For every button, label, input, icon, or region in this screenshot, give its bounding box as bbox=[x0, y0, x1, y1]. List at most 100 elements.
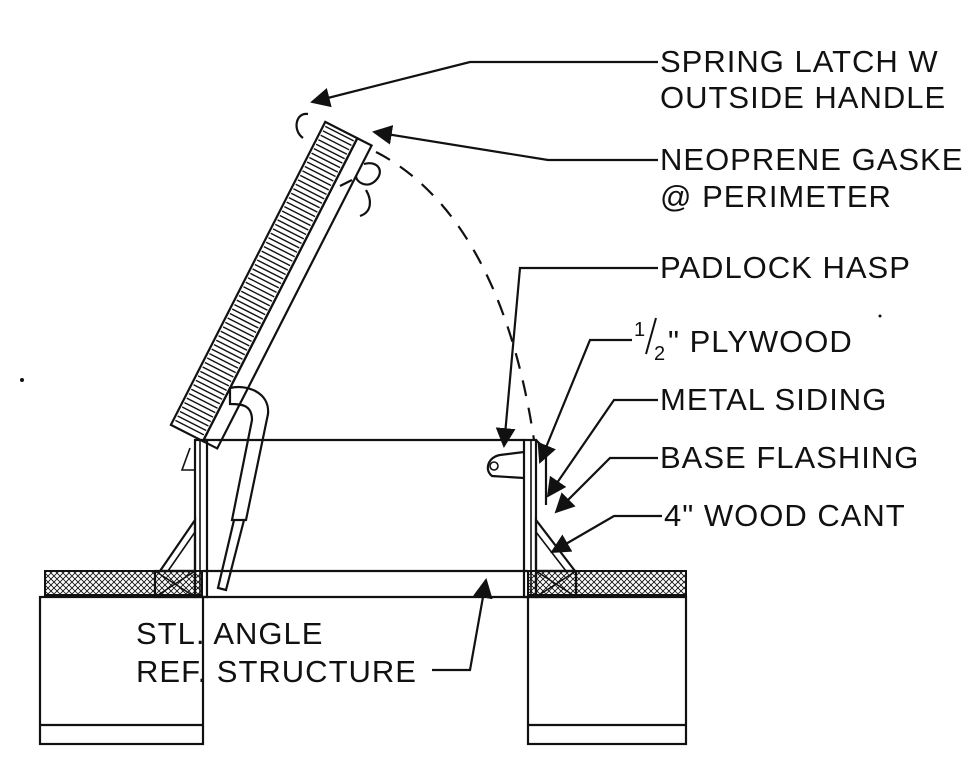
cover-rib-line bbox=[265, 241, 296, 258]
speck-mark bbox=[20, 378, 24, 382]
cover-rib-line bbox=[254, 263, 284, 280]
cover-rib-line bbox=[313, 148, 343, 164]
cover-rib-line bbox=[322, 130, 352, 146]
cover-rib-line bbox=[229, 312, 259, 329]
cover-rib-line bbox=[179, 410, 209, 427]
label-spring-latch-line1: SPRING LATCH W bbox=[660, 44, 939, 79]
cover-rib-line bbox=[190, 388, 221, 405]
cover-rib-line bbox=[215, 339, 246, 356]
cover-rib-line bbox=[272, 228, 302, 244]
cover-rib-line bbox=[284, 205, 314, 222]
cover-rib-line bbox=[256, 259, 286, 276]
cover-rib-line bbox=[234, 303, 264, 320]
cover-rib-line bbox=[288, 197, 318, 213]
swing-arc bbox=[375, 151, 536, 441]
cover-rib-line bbox=[277, 219, 307, 236]
label-spring-latch-line2: OUTSIDE HANDLE bbox=[660, 80, 946, 115]
cover-rib-line bbox=[297, 179, 327, 195]
cover-rib-line bbox=[304, 165, 334, 182]
spring-latch bbox=[295, 112, 381, 218]
leader-ref-structure bbox=[432, 578, 493, 672]
cover-rib-line bbox=[238, 295, 268, 311]
cover-rib-line bbox=[240, 290, 271, 307]
cover-rib-line bbox=[249, 272, 280, 289]
cover-rib-line bbox=[197, 375, 227, 392]
padlock-hasp bbox=[486, 450, 525, 480]
cover-rib-line bbox=[209, 352, 239, 369]
leader-spring-latch bbox=[310, 60, 658, 108]
cover-rib-line bbox=[270, 232, 300, 249]
leader-metal-siding bbox=[546, 398, 658, 498]
cover-rib-line bbox=[309, 156, 339, 173]
cover-rib-line bbox=[320, 134, 350, 151]
cover-rib-line bbox=[213, 344, 243, 360]
cover-rib-line bbox=[293, 188, 323, 204]
roof-insulation-left bbox=[44, 570, 203, 596]
cover-rib-line bbox=[177, 415, 207, 432]
plywood-fraction-denominator: 2 bbox=[654, 343, 666, 365]
hinge-arm bbox=[180, 385, 270, 592]
cover-rib-line bbox=[225, 321, 255, 338]
cover-rib-line bbox=[231, 308, 261, 325]
label-padlock-hasp: PADLOCK HASP bbox=[660, 250, 911, 285]
leader-gasket bbox=[372, 125, 658, 162]
speck-mark bbox=[878, 314, 882, 318]
cover-rib-line bbox=[227, 317, 257, 334]
leader-wood-cant bbox=[550, 514, 662, 553]
cover-rib-line bbox=[261, 250, 291, 267]
roof-insulation-right bbox=[527, 570, 687, 596]
label-stl-angle: STL. ANGLE bbox=[136, 616, 323, 651]
label-ref-structure: REF. STRUCTURE bbox=[136, 654, 417, 689]
structure-left bbox=[38, 595, 205, 746]
cover-rib-line bbox=[218, 335, 248, 351]
leader-base-flashing bbox=[554, 456, 658, 514]
cover-rib-line bbox=[286, 201, 316, 218]
cover-rib-line bbox=[202, 366, 232, 383]
cover-rib-line bbox=[184, 401, 214, 418]
label-wood-cant: 4" WOOD CANT bbox=[664, 498, 906, 533]
cover-rib-line bbox=[324, 125, 355, 142]
label-base-flashing: BASE FLASHING bbox=[660, 440, 919, 475]
cover-rib-line bbox=[295, 183, 325, 200]
cover-rib-line bbox=[263, 246, 293, 262]
plywood-label-text: " PLYWOOD bbox=[668, 324, 853, 359]
cover-rib-line bbox=[279, 214, 309, 231]
cover-rib-line bbox=[302, 170, 332, 187]
cover-rib-line bbox=[318, 139, 348, 155]
label-gasket-line1: NEOPRENE GASKE bbox=[660, 142, 963, 177]
cover-rib-line bbox=[299, 174, 330, 191]
cover-rib-line bbox=[274, 223, 305, 240]
steel-angle bbox=[203, 569, 528, 599]
cover-rib-line bbox=[236, 299, 266, 316]
leader-plywood bbox=[537, 338, 632, 464]
cover-rib-line bbox=[306, 161, 336, 178]
cover-rib-line bbox=[243, 286, 273, 302]
leader-padlock-hasp bbox=[495, 266, 658, 448]
cover-rib-line bbox=[259, 254, 289, 271]
cover-rib-line bbox=[268, 237, 298, 253]
plywood-fraction-numerator: 1 bbox=[634, 319, 646, 341]
cover-rib-line bbox=[311, 152, 341, 169]
cover-rib-line bbox=[200, 370, 230, 387]
cover-rib-line bbox=[245, 281, 275, 298]
cover-rib-line bbox=[206, 357, 237, 374]
cover-rib-line bbox=[193, 384, 223, 400]
structure-right bbox=[526, 595, 688, 746]
cover-rib-line bbox=[211, 348, 241, 365]
cover-rib-line bbox=[188, 393, 218, 409]
cover-rib-line bbox=[315, 143, 345, 160]
cover-rib-line bbox=[247, 277, 277, 293]
cover-rib-line bbox=[175, 419, 205, 436]
cover-rib-line bbox=[220, 330, 250, 347]
hatch-cover bbox=[169, 120, 374, 450]
cover-rib-line bbox=[222, 326, 252, 343]
label-plywood: 1 2 " PLYWOOD bbox=[634, 317, 853, 365]
cover-rib-line bbox=[204, 361, 234, 378]
cover-rib-line bbox=[181, 406, 212, 423]
label-gasket-line2: @ PERIMETER bbox=[660, 179, 892, 214]
cover-rib-line bbox=[186, 397, 216, 414]
cover-rib-line bbox=[290, 192, 320, 209]
cover-rib-line bbox=[195, 379, 225, 396]
cover-rib-line bbox=[252, 268, 282, 285]
